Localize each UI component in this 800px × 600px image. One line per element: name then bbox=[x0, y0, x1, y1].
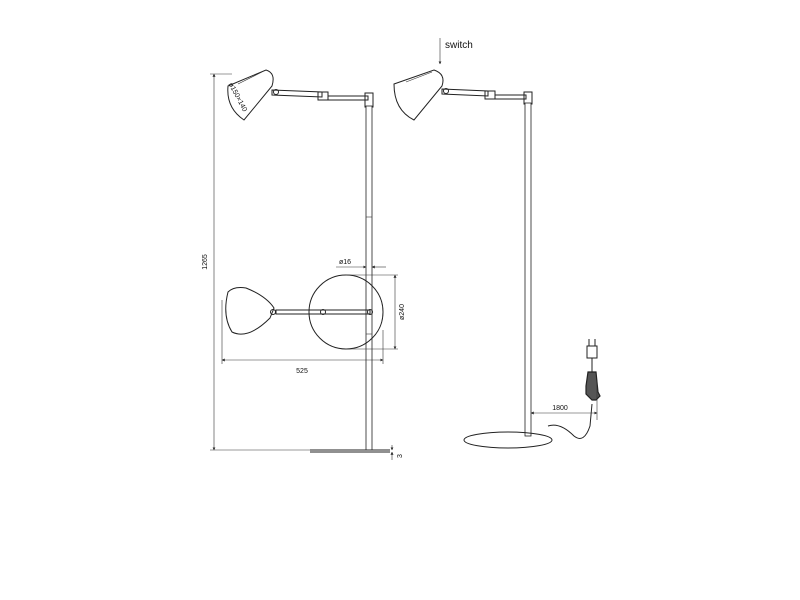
base-thickness-label: 3 bbox=[397, 454, 404, 458]
shade-diameter-label: ø150×140 bbox=[227, 82, 248, 113]
total-length-dimension: 525 bbox=[221, 300, 384, 375]
arm-left bbox=[271, 89, 323, 98]
inline-switch bbox=[585, 371, 601, 401]
total-length-label: 525 bbox=[296, 368, 308, 375]
top-view-lamp bbox=[225, 274, 384, 350]
arm-right bbox=[441, 88, 489, 97]
side-view-lamp bbox=[227, 69, 390, 453]
power-cable bbox=[547, 403, 593, 439]
base-right bbox=[463, 431, 553, 449]
cable-length-dimension: 1800 bbox=[530, 380, 598, 420]
base-diameter-dimension: ø240 bbox=[346, 274, 406, 350]
pole-diameter-label: ø16 bbox=[339, 259, 351, 266]
pole-right bbox=[524, 102, 532, 437]
height-dimension: 1265 bbox=[202, 73, 310, 451]
shade-top bbox=[225, 287, 275, 335]
pole-left bbox=[365, 105, 373, 451]
side-view-lamp-right bbox=[393, 69, 601, 449]
base-diameter-label: ø240 bbox=[399, 304, 406, 320]
arm-top bbox=[275, 309, 371, 315]
switch-callout: switch bbox=[438, 38, 473, 65]
base-thickness-dimension: 3 bbox=[390, 445, 404, 460]
plug bbox=[586, 345, 598, 359]
height-label: 1265 bbox=[202, 254, 209, 270]
cable-length-label: 1800 bbox=[552, 405, 568, 412]
shade-left bbox=[227, 69, 274, 121]
switch-label: switch bbox=[445, 40, 473, 51]
shade-right bbox=[393, 69, 444, 121]
pole-diameter-dimension: ø16 bbox=[336, 259, 386, 269]
